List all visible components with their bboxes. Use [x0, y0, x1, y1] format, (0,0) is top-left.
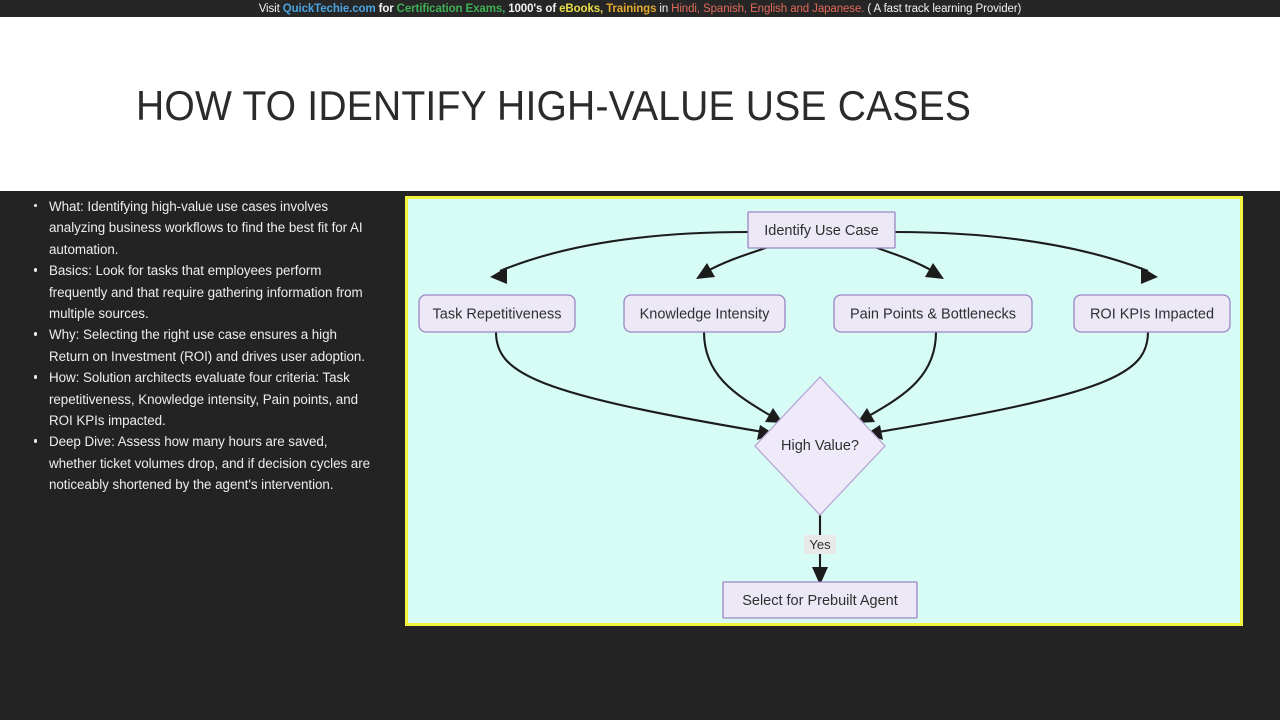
node-knowledge-intensity[interactable]: Knowledge Intensity [623, 294, 786, 333]
flowchart-panel: Yes Identify Use Case Task Repetitivenes… [405, 196, 1243, 626]
edge-pain-points-to-high-value [857, 331, 938, 423]
flowchart-svg: Yes Identify Use Case Task Repetitivenes… [418, 211, 1231, 619]
list-item: Basics: Look for tasks that employees pe… [31, 260, 376, 324]
list-item: How: Solution architects evaluate four c… [31, 367, 376, 431]
node-high-value-decision[interactable]: High Value? [754, 376, 886, 516]
banner-segment-provider: ( A fast track learning Provider) [867, 2, 1022, 15]
bullet-list: What: Identifying high-value use cases i… [31, 196, 376, 496]
banner-segment-quicktechie[interactable]: QuickTechie.com [282, 2, 376, 15]
banner-segment-in: in [659, 2, 669, 15]
list-item-text: Basics: Look for tasks that employees pe… [49, 263, 363, 322]
banner-segment-ebooks: eBooks, [559, 2, 604, 15]
banner-segment-visit: Visit [258, 2, 280, 15]
node-identify-use-case[interactable]: Identify Use Case [747, 211, 896, 249]
banner-segment-certification-exams: Certification Exams, [396, 2, 506, 15]
node-knowledge-intensity-label: Knowledge Intensity [640, 306, 771, 322]
bullet-dot-icon [34, 439, 38, 443]
edge-label-yes-background [804, 535, 836, 554]
list-item-text: What: Identifying high-value use cases i… [49, 199, 363, 257]
edge-start-to-task-repetitiveness [490, 230, 749, 284]
edge-start-to-roi-kpis [894, 230, 1158, 284]
list-item: Deep Dive: Assess how many hours are sav… [31, 431, 376, 495]
bullet-dot-icon [34, 204, 38, 208]
node-task-repetitiveness[interactable]: Task Repetitiveness [418, 294, 576, 333]
node-roi-kpis-impacted[interactable]: ROI KPIs Impacted [1073, 294, 1231, 333]
node-identify-use-case-label: Identify Use Case [764, 223, 878, 239]
banner-segment-languages: Hindi, Spanish, English and Japanese. [671, 2, 865, 15]
node-select-prebuilt-agent-label: Select for Prebuilt Agent [742, 593, 898, 609]
banner-segment-1000s: 1000's of [508, 2, 557, 15]
node-high-value-decision-label: High Value? [781, 438, 859, 454]
node-pain-points-bottlenecks-label: Pain Points & Bottlenecks [850, 306, 1016, 322]
list-item-text: Why: Selecting the right use case ensure… [49, 327, 365, 364]
promo-banner: Visit QuickTechie.com for Certification … [0, 0, 1280, 17]
bullet-dot-icon [34, 332, 38, 336]
list-item-text: How: Solution architects evaluate four c… [49, 370, 358, 429]
edge-task-repetitiveness-to-high-value [494, 331, 774, 440]
title-band: HOW TO IDENTIFY HIGH-VALUE USE CASES [0, 17, 1280, 191]
node-pain-points-bottlenecks[interactable]: Pain Points & Bottlenecks [833, 294, 1033, 333]
edge-label-yes: Yes [809, 537, 831, 552]
bullet-dot-icon [34, 268, 38, 272]
edge-roi-kpis-to-high-value [866, 331, 1150, 440]
list-item: What: Identifying high-value use cases i… [31, 196, 376, 260]
edge-knowledge-intensity-to-high-value [702, 331, 783, 423]
banner-segment-trainings: Trainings [606, 2, 657, 15]
node-roi-kpis-impacted-label: ROI KPIs Impacted [1090, 306, 1214, 322]
banner-segment-for: for [378, 2, 394, 15]
bullet-dot-icon [34, 375, 38, 379]
list-item: Why: Selecting the right use case ensure… [31, 324, 376, 367]
node-task-repetitiveness-label: Task Repetitiveness [433, 306, 562, 322]
node-select-prebuilt-agent[interactable]: Select for Prebuilt Agent [722, 581, 918, 619]
list-item-text: Deep Dive: Assess how many hours are sav… [49, 434, 371, 493]
edge-high-value-to-select-prebuilt-agent: Yes [804, 504, 836, 585]
page-title: HOW TO IDENTIFY HIGH-VALUE USE CASES [136, 82, 972, 129]
